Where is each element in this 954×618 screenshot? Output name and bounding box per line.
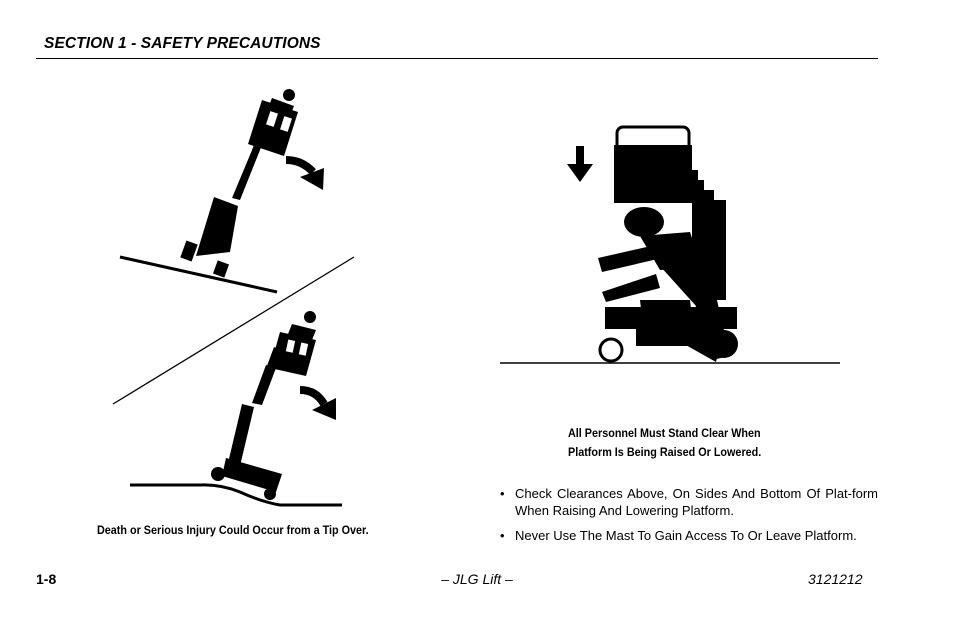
safety-bullet-list: •Check Clearances Above, On Sides And Bo…: [500, 485, 878, 552]
down-arrow-icon: [567, 146, 593, 182]
stand-clear-caption: All Personnel Must Stand Clear When Plat…: [568, 424, 761, 462]
tip-over-caption: Death or Serious Injury Could Occur from…: [97, 523, 369, 537]
bullet-text: Never Use The Mast To Gain Access To Or …: [515, 528, 857, 543]
slope-ground-top: [119, 255, 278, 294]
front-wheel: [598, 337, 624, 363]
tip-arrow-top-icon: [285, 156, 324, 190]
bullet-item: •Check Clearances Above, On Sides And Bo…: [500, 486, 878, 518]
divider-line: [112, 256, 355, 405]
tip-over-illustration: [112, 89, 355, 507]
footer-center-text: – JLG Lift –: [441, 571, 513, 587]
bullet-item: •Never Use The Mast To Gain Access To Or…: [500, 528, 857, 543]
crouching-person: [598, 207, 730, 362]
stand-clear-caption-line1: All Personnel Must Stand Clear When: [568, 426, 761, 440]
stand-clear-illustration: [500, 125, 840, 364]
operator-head-bottom: [304, 311, 316, 323]
platform-bottom: [270, 311, 316, 376]
bullet-text: Check Clearances Above, On Sides And Bot…: [515, 486, 878, 518]
curb-ground-bottom: [130, 483, 342, 507]
section-title: SECTION 1 - SAFETY PRECAUTIONS: [44, 35, 321, 52]
platform-top: [248, 89, 298, 156]
page-number: 1-8: [36, 571, 57, 587]
doc-number: 3121212: [808, 571, 863, 587]
lift-base-top: [180, 197, 238, 278]
stand-clear-caption-line2: Platform Is Being Raised Or Lowered.: [568, 445, 762, 459]
tip-arrow-bottom-icon: [299, 386, 336, 420]
header-rule: [36, 58, 878, 59]
lift-base-bottom: [211, 404, 282, 500]
operator-head-top: [283, 89, 295, 101]
mast-top: [232, 143, 262, 200]
platform-box: [614, 145, 692, 203]
